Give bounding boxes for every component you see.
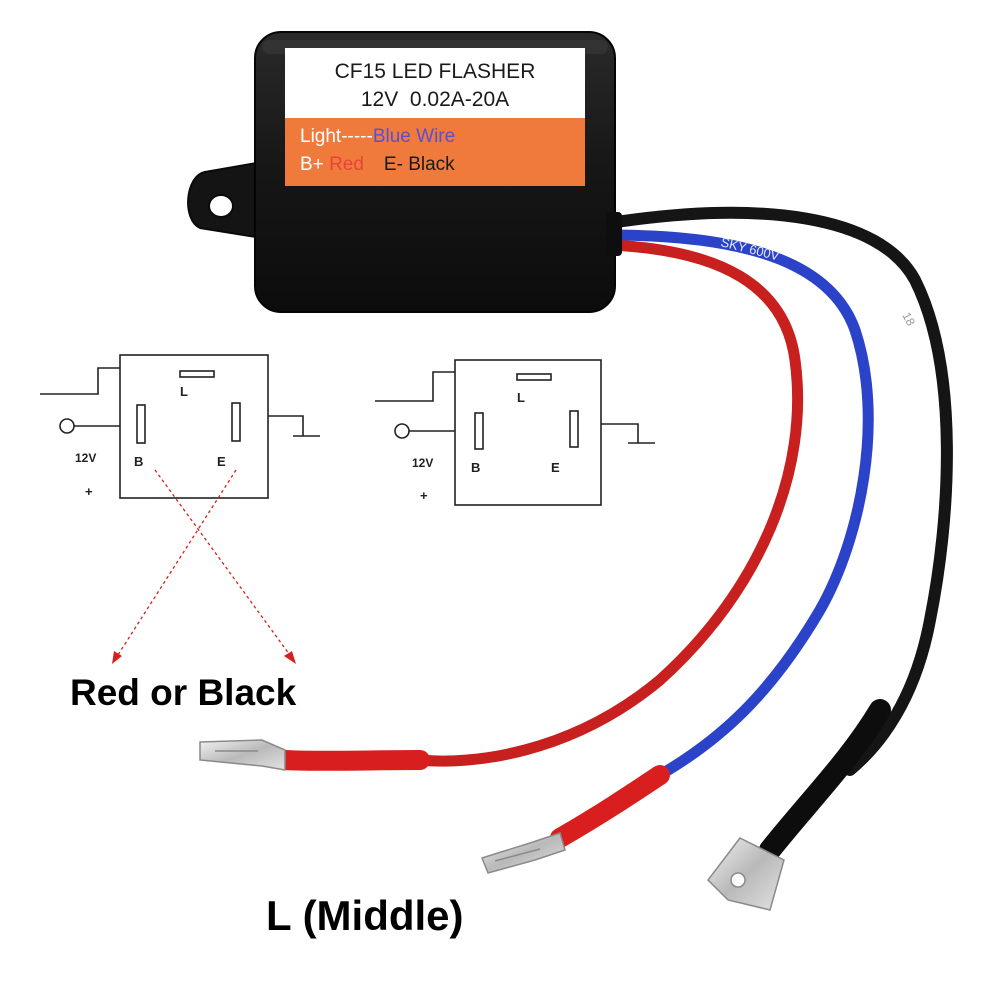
- diagram-left-voltage: 12V: [75, 451, 96, 465]
- label-rating: 12V 0.02A-20A: [361, 88, 509, 111]
- terminal-red: [199, 739, 286, 771]
- label-light-line: Light-----Blue Wire: [300, 126, 455, 147]
- diagram-right-pin-b: B: [471, 460, 480, 475]
- relay-box-right: [454, 359, 602, 506]
- label-orange: [285, 118, 585, 186]
- diagram-left-pin-b: B: [134, 454, 143, 469]
- label-white: [285, 48, 585, 118]
- swap-arrows: [112, 469, 296, 664]
- flasher-relay: CF15 LED FLASHER 12V 0.02A-20A Light----…: [187, 31, 622, 313]
- blue-wire-sleeve: [550, 765, 670, 848]
- red-wire-sleeve: [275, 750, 430, 771]
- diagram-left-pin-e: E: [217, 454, 226, 469]
- arrow-head-left: [112, 651, 122, 664]
- diagram-right-pin-e: E: [551, 460, 560, 475]
- label-blue-wire-text: Blue Wire: [373, 126, 455, 147]
- diagram-left-plus: +: [85, 484, 93, 499]
- caption-red-or-black: Red or Black: [70, 672, 297, 713]
- label-light-text: Light-----: [300, 126, 373, 147]
- blue-wire: [604, 229, 874, 781]
- terminal-blue: [481, 832, 566, 874]
- wiring-diagram-right: [375, 359, 655, 506]
- terminal-black: [707, 837, 785, 911]
- diagram-right-plus: +: [420, 488, 428, 503]
- wire-group: SKY 600V 18: [275, 206, 953, 861]
- label-red-text: Red: [329, 154, 364, 175]
- label-title: CF15 LED FLASHER: [335, 60, 536, 83]
- diagram-right-voltage: 12V: [412, 456, 433, 470]
- black-wire-print: 18: [899, 310, 918, 329]
- label-eminus-text: E- Black: [384, 154, 455, 175]
- label-power-line: B+ Red E- Black: [300, 154, 455, 175]
- blue-wire-print: SKY 600V: [719, 234, 781, 263]
- diagram-right-pin-l: L: [517, 390, 525, 405]
- caption-l-middle: L (Middle): [266, 892, 464, 939]
- black-wire: [604, 206, 953, 776]
- arrow-head-right: [284, 651, 296, 664]
- label-bplus-text: B+: [300, 154, 329, 175]
- black-wire-sleeve: [759, 699, 891, 861]
- red-wire: [414, 239, 804, 767]
- diagram-left-pin-l: L: [180, 384, 188, 399]
- wiring-diagram-left: [40, 354, 320, 499]
